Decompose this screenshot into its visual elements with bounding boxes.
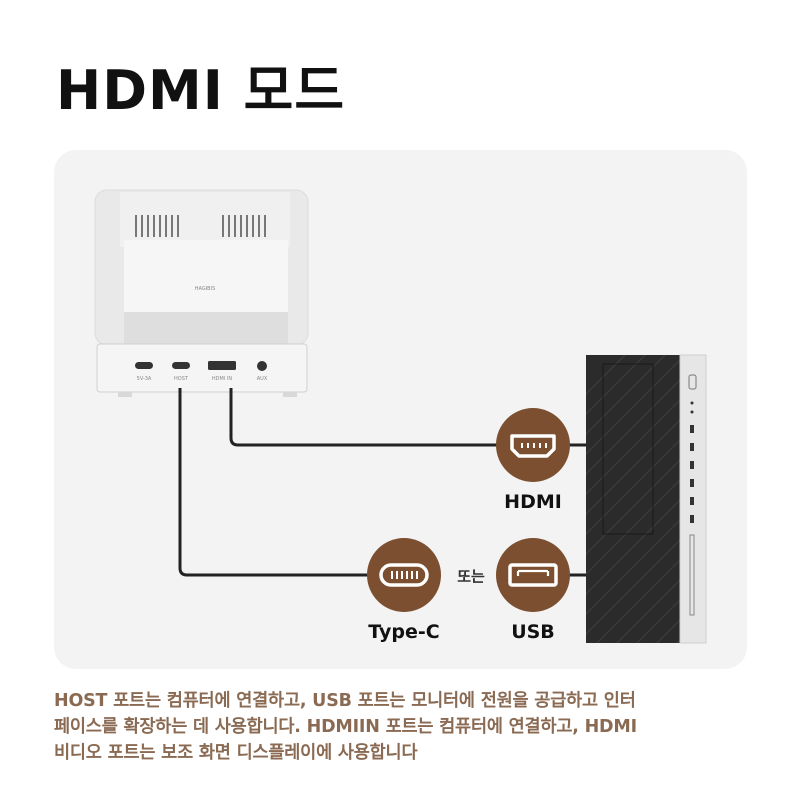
svg-text:HOST: HOST bbox=[174, 376, 189, 382]
description-line: HOST 포트는 컴퓨터에 연결하고, USB 포트는 모니터에 전원을 공급하… bbox=[54, 691, 636, 711]
typec-cable bbox=[178, 388, 375, 577]
or-label: 또는 bbox=[457, 567, 485, 586]
hdmi-cable bbox=[229, 388, 500, 447]
usb-label: USB bbox=[511, 621, 555, 643]
usb-connector bbox=[496, 538, 570, 612]
page-title: HDMI 모드 bbox=[56, 59, 346, 122]
usb-a-icon bbox=[508, 563, 558, 587]
typec-label: Type-C bbox=[368, 621, 440, 643]
hdmi-in-port bbox=[208, 361, 236, 370]
description-line: 페이스를 확장하는 데 사용합니다. HDMIIN 포트는 컴퓨터에 연결하고,… bbox=[54, 717, 637, 737]
svg-text:AUX: AUX bbox=[257, 376, 268, 382]
host-port bbox=[172, 362, 190, 369]
brand-logo: HAGIBIS bbox=[195, 286, 216, 292]
usb-c-icon bbox=[379, 563, 429, 587]
svg-text:HDMI IN: HDMI IN bbox=[212, 376, 232, 382]
description-line: 비디오 포트는 보조 화면 디스플레이에 사용합니다 bbox=[54, 743, 418, 763]
typec-connector bbox=[367, 538, 441, 612]
description: HOST 포트는 컴퓨터에 연결하고, USB 포트는 모니터에 전원을 공급하… bbox=[54, 688, 764, 766]
hub-base: 5V-3A HOST HDMI IN AUX bbox=[96, 343, 308, 397]
hdmi-label: HDMI bbox=[504, 491, 562, 513]
hdmi-connector bbox=[496, 408, 570, 482]
power-port bbox=[135, 362, 153, 369]
hdmi-icon bbox=[510, 434, 556, 458]
svg-text:5V-3A: 5V-3A bbox=[137, 376, 152, 382]
aux-port bbox=[257, 361, 267, 371]
monitor-stand: HAGIBIS bbox=[94, 189, 309, 346]
pc-tower bbox=[586, 354, 707, 644]
